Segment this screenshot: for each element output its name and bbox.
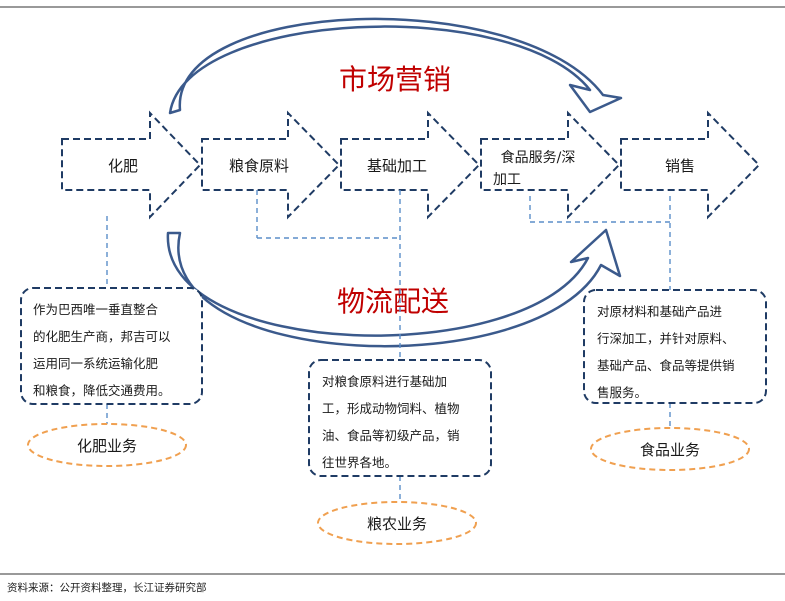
food-business-label: 食品业务 — [640, 441, 700, 459]
food-desc-line: 基础产品、食品等提供销 — [597, 358, 735, 373]
fertilizer-desc-line: 和粮食，降低交通费用。 — [33, 383, 171, 398]
fertilizer-desc-line: 的化肥生产商，邦吉可以 — [33, 329, 171, 344]
step-label-processing: 基础加工 — [367, 157, 427, 175]
grain-desc-line: 往世界各地。 — [322, 455, 397, 470]
food-desc-box — [583, 289, 767, 404]
grain-desc-line: 油、食品等初级产品，销 — [322, 428, 460, 443]
grain-desc-line: 工，形成动物饲料、植物 — [322, 401, 460, 416]
chain-arrow-processing — [340, 110, 481, 220]
food-desc-line: 行深加工，并针对原料、 — [597, 331, 735, 346]
fertilizer-desc-box — [20, 287, 203, 405]
food-desc-line: 对原材料和基础产品进 — [597, 304, 723, 319]
step-label-sales: 销售 — [665, 157, 695, 175]
chain-arrow-food — [480, 110, 621, 220]
chain-arrow-sales — [620, 110, 761, 220]
grain-desc-box — [308, 359, 492, 477]
dashed-connectors — [106, 190, 671, 505]
step-label-grain: 粮食原料 — [229, 157, 289, 175]
chain-arrow-fertilizer — [61, 110, 202, 220]
logistics-arc — [166, 228, 622, 348]
step-label-food-line1: 食品服务/深 — [501, 149, 576, 166]
food-business-oval — [590, 427, 750, 471]
step-label-food-line2: 加工 — [493, 172, 521, 188]
fertilizer-business-oval — [27, 423, 187, 467]
step-label-fertilizer: 化肥 — [108, 157, 138, 175]
source-note: 资料来源：公开资料整理，长江证券研究部 — [7, 582, 207, 594]
chain-arrow-grain — [201, 110, 341, 220]
market-arc — [168, 17, 623, 115]
fertilizer-desc-line: 运用同一系统运输化肥 — [33, 356, 159, 371]
logistics-label: 物流配送 — [337, 285, 449, 318]
fertilizer-desc-line: 作为巴西唯一垂直整合 — [33, 302, 159, 317]
grain-business-label: 粮农业务 — [367, 515, 427, 533]
grain-business-oval — [317, 501, 477, 545]
fertilizer-business-label: 化肥业务 — [77, 437, 137, 455]
food-desc-line: 售服务。 — [597, 385, 647, 400]
market-label: 市场营销 — [339, 63, 451, 96]
grain-desc-line: 对粮食原料进行基础加 — [322, 374, 447, 389]
